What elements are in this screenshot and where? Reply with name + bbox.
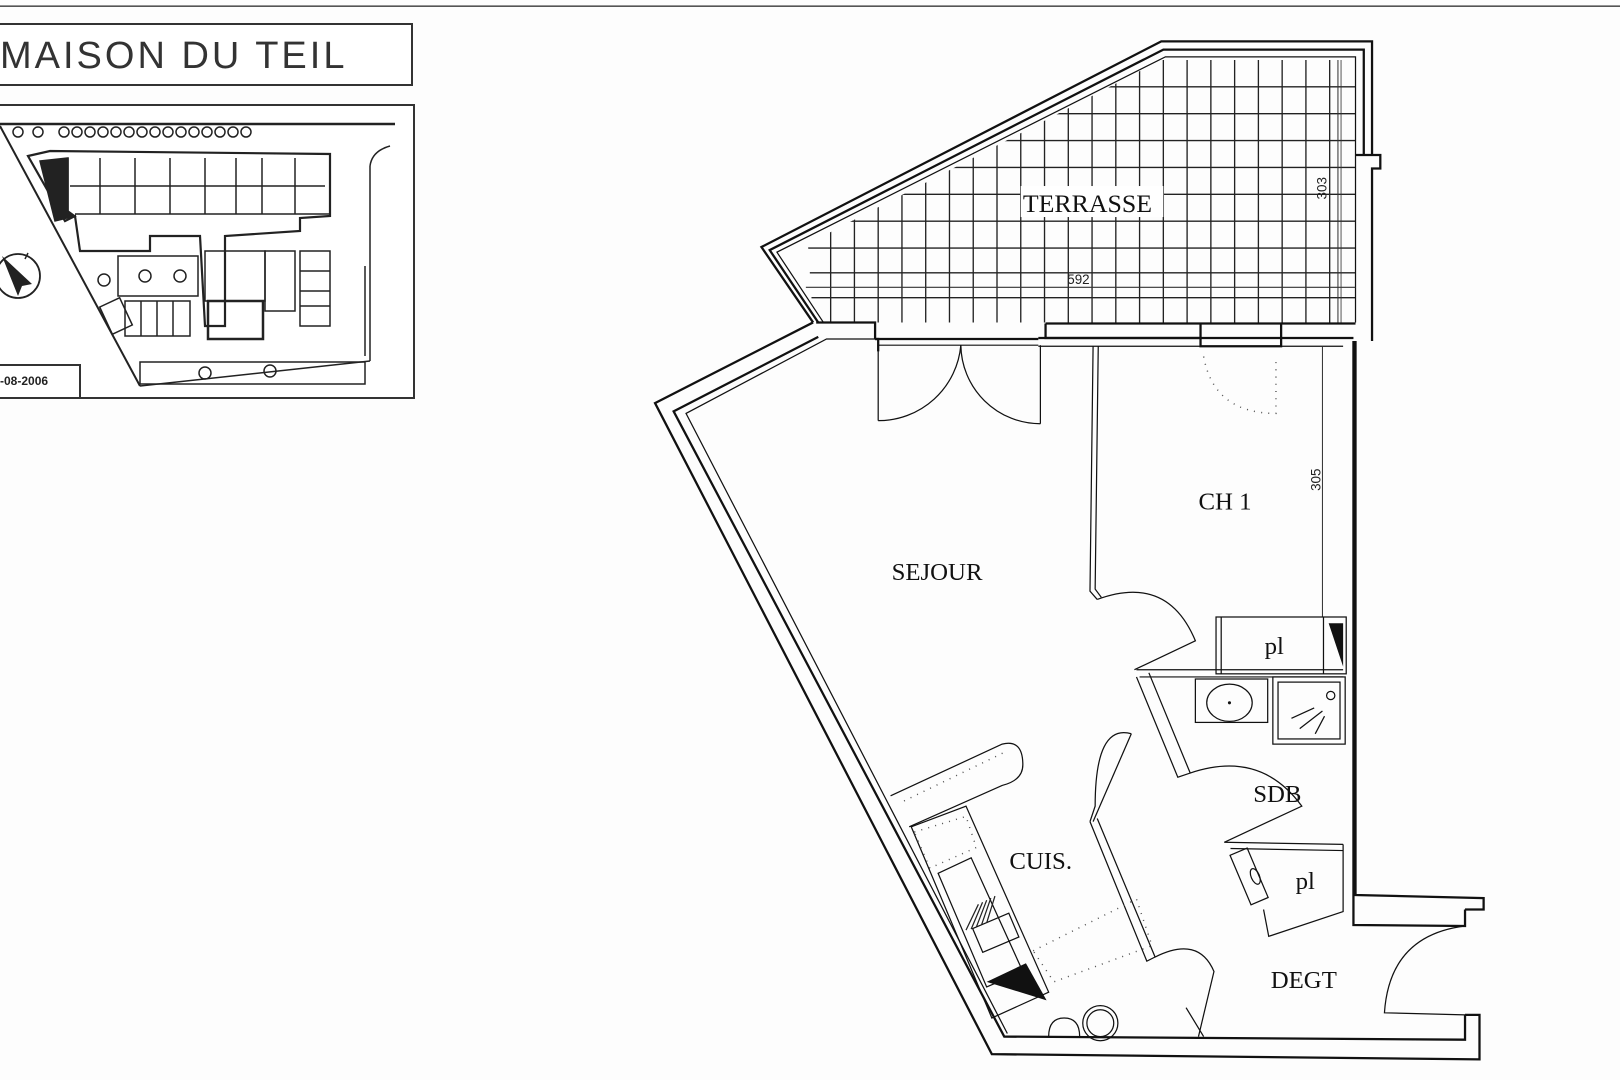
room-label-terrasse: TERRASSE <box>1023 189 1152 218</box>
closet-2[interactable] <box>1224 841 1344 938</box>
title-box: MAISON DU TEIL <box>0 23 413 86</box>
kitchen-sink-icon <box>971 912 1020 954</box>
bedroom-depth-dimension: 305 <box>1308 468 1323 490</box>
room-label-placard-2: pl <box>1296 868 1315 895</box>
site-plan-date: -08-2006 <box>0 374 49 388</box>
terrace-depth-dimension: 303 <box>1315 177 1330 199</box>
room-label-cuisine: CUIS. <box>1009 848 1072 875</box>
counter-icon <box>890 742 1024 828</box>
kitchen <box>890 732 1215 1042</box>
site-plan-drawing <box>0 122 395 387</box>
cooktop-icon <box>965 895 996 931</box>
bathroom <box>1135 669 1346 843</box>
tree-row-icon <box>12 126 252 138</box>
boiler-icon <box>1048 1017 1081 1037</box>
closet-1[interactable] <box>1215 616 1347 675</box>
room-label-sdb: SDB <box>1253 781 1301 808</box>
duct-icon <box>986 963 1047 1001</box>
apartment-walls <box>653 321 1485 1061</box>
bedroom-partition <box>1089 346 1277 671</box>
room-label-degt: DEGT <box>1271 967 1337 994</box>
toilet-icon <box>1229 847 1269 906</box>
room-label-sejour: SEJOUR <box>892 559 983 586</box>
room-label-placard-1: pl <box>1265 633 1284 660</box>
compass-icon <box>0 252 41 299</box>
entrance-door[interactable] <box>1383 925 1466 1016</box>
terrace-width-dimension: 592 <box>1067 272 1089 287</box>
site-plan: -08-2006 <box>0 104 415 399</box>
shower-icon <box>1272 676 1346 745</box>
room-label-ch1: CH 1 <box>1198 489 1251 516</box>
duct-icon <box>1328 623 1344 667</box>
sejour-french-door[interactable] <box>877 345 1042 425</box>
page-title: MAISON DU TEIL <box>0 35 348 77</box>
terrace-tile-grid <box>807 59 1356 323</box>
sink-icon <box>1194 678 1269 724</box>
date-box: -08-2006 <box>0 364 81 397</box>
terrace: 592 303 TERRASSE <box>759 40 1382 342</box>
